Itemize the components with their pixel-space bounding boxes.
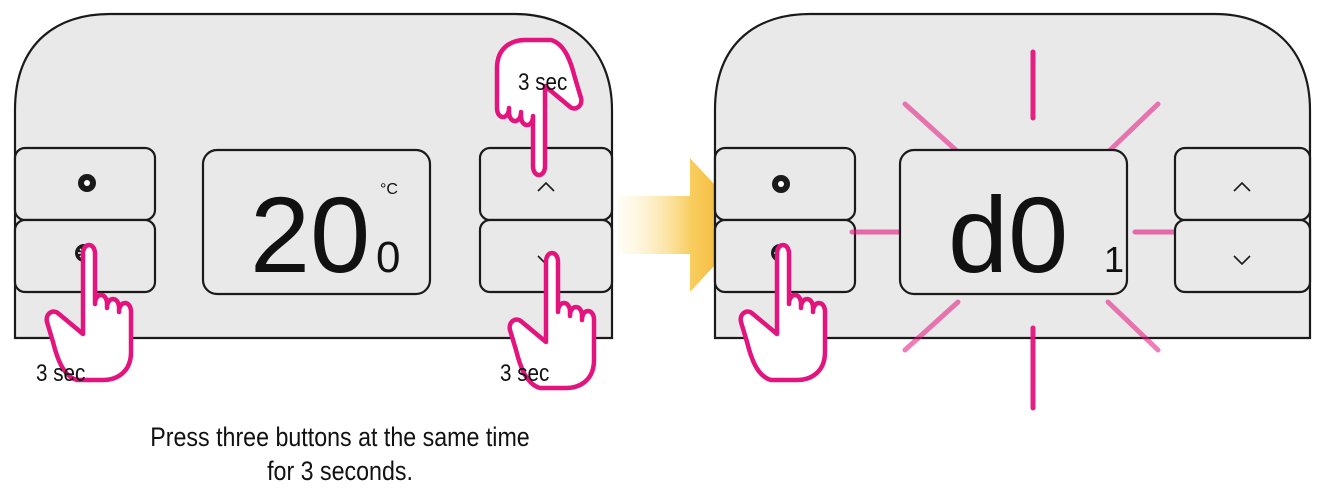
right-thermostat: d0 1 <box>713 12 1312 411</box>
chevron-down-icon <box>1233 255 1251 266</box>
light-bulb-icon <box>772 175 790 193</box>
temperature-digits: 20 <box>250 174 370 295</box>
hand-up-button: 3 sec <box>497 40 581 175</box>
caption-line-2: for 3 seconds. <box>267 456 413 486</box>
press-duration-label: 3 sec <box>36 360 85 387</box>
hand-down-button: 3 sec <box>500 253 594 388</box>
chevron-up-icon <box>1233 181 1251 192</box>
parameter-code: d0 <box>948 174 1068 295</box>
temperature-unit: °C <box>380 181 398 198</box>
light-bulb-icon <box>78 174 96 192</box>
hand-snowflake-button: 3 sec <box>36 245 131 386</box>
parameter-suffix: 1 <box>1104 239 1124 280</box>
right-lcd-display <box>898 148 1129 296</box>
press-duration-label: 3 sec <box>518 69 567 96</box>
temperature-decimal: 0 <box>376 233 400 282</box>
right-down-button[interactable] <box>1173 218 1312 294</box>
press-duration-label: 3 sec <box>500 360 549 387</box>
chevron-up-icon <box>537 181 555 192</box>
left-lcd-display <box>201 148 432 296</box>
blinking-burst <box>849 49 1208 411</box>
caption-line-1: Press three buttons at the same time <box>150 422 530 452</box>
instruction-caption: Press three buttons at the same time for… <box>82 420 598 488</box>
